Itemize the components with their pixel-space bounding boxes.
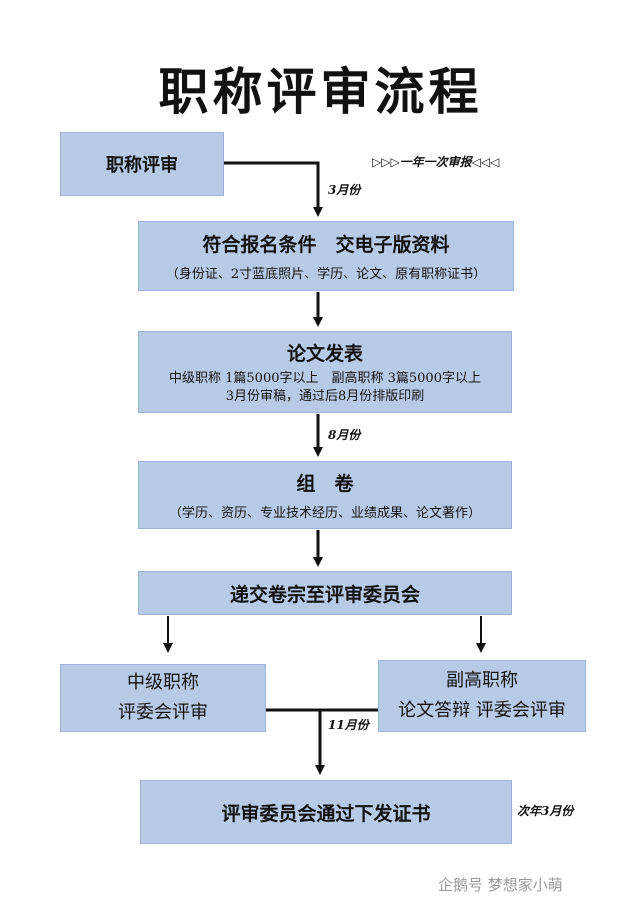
arrow-apply-to-materials	[224, 161, 323, 217]
note-next-year: 次年3月份	[517, 804, 574, 818]
watermark: 企鹅号 梦想家小萌	[438, 876, 563, 894]
note-11-months: 11月份	[328, 718, 369, 732]
step-dossier-detail: （学历、资历、专业技术经历、业绩成果、论文著作）	[168, 506, 481, 521]
step-paper-detail-line1: 中级职称 1篇5000字以上 副高职称 3篇5000字以上	[169, 370, 481, 386]
step-dossier: 组 卷 （学历、资历、专业技术经历、业绩成果、论文著作）	[138, 461, 512, 529]
step-submit-label: 递交卷宗至评审委员会	[229, 583, 420, 606]
step-paper-label: 论文发表	[286, 342, 363, 365]
note-yearly: ▷▷▷一年一次审报◁◁◁	[372, 155, 500, 169]
step-senior-line2: 论文答辩 评委会评审	[398, 700, 566, 721]
step-materials-label: 符合报名条件 交电子版资料	[202, 234, 450, 256]
step-senior: 副高职称 论文答辩 评委会评审	[378, 660, 586, 732]
step-certificate-label: 评审委员会通过下发证书	[221, 802, 431, 825]
step-paper: 论文发表 中级职称 1篇5000字以上 副高职称 3篇5000字以上 3月份审稿…	[138, 331, 512, 413]
step-apply-label: 职称评审	[106, 155, 178, 176]
step-apply: 职称评审	[60, 132, 224, 196]
step-certificate: 评审委员会通过下发证书	[140, 780, 512, 844]
note-3-months: 3月份	[328, 183, 361, 197]
step-materials: 符合报名条件 交电子版资料 （身份证、2寸蓝底照片、学历、论文、原有职称证书）	[138, 221, 514, 291]
page-title: 职称评审流程	[158, 63, 483, 121]
step-intermediate-line1: 中级职称	[127, 672, 199, 693]
step-intermediate: 中级职称 评委会评审	[60, 664, 266, 732]
note-8-months: 8月份	[328, 428, 361, 442]
step-dossier-label: 组 卷	[296, 473, 354, 495]
step-materials-detail: （身份证、2寸蓝底照片、学历、论文、原有职称证书）	[165, 267, 487, 282]
step-senior-line1: 副高职称	[446, 670, 518, 691]
step-submit: 递交卷宗至评审委员会	[138, 571, 512, 615]
step-paper-detail-line2: 3月份审稿，通过后8月份排版印刷	[225, 388, 425, 404]
step-intermediate-line2: 评委会评审	[118, 702, 208, 723]
